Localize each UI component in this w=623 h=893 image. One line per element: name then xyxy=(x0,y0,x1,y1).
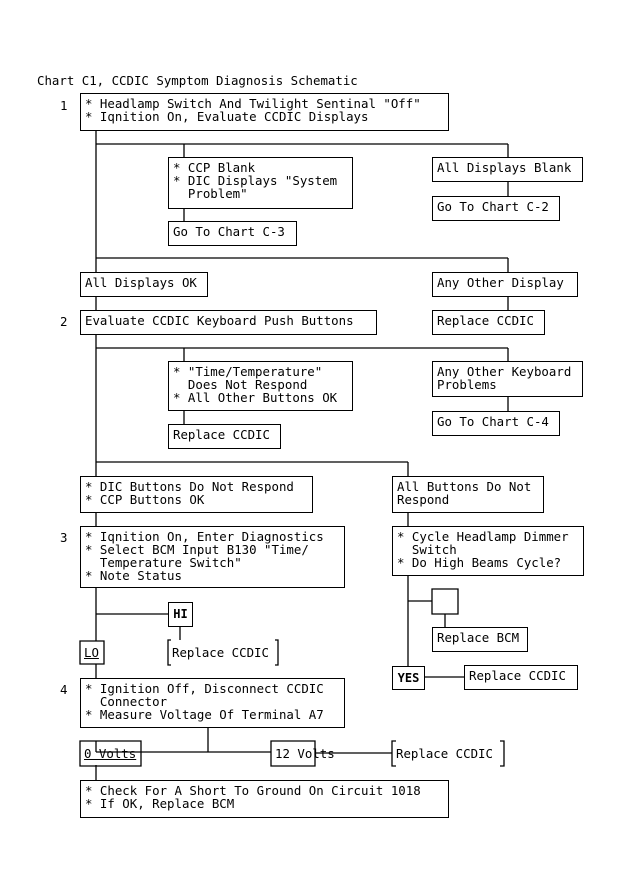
any-other-display-box: Any Other Display xyxy=(432,272,578,297)
step2-box: Evaluate CCDIC Keyboard Push Buttons xyxy=(80,310,377,335)
step-number-1: 1 xyxy=(60,98,68,113)
step-number-2: 2 xyxy=(60,314,68,329)
replace-ccdic-box-2: Replace CCDIC xyxy=(168,424,281,449)
step3-box: * Iqnition On, Enter Diagnostics * Selec… xyxy=(80,526,345,588)
lo-label: LO xyxy=(84,645,99,660)
no-frame xyxy=(432,589,457,614)
zero-volts-label: 0 Volts xyxy=(84,746,137,761)
any-other-keyboard-box: Any Other Keyboard Problems xyxy=(432,361,583,397)
all-buttons-box: All Buttons Do Not Respond xyxy=(392,476,544,513)
replace-ccdic-label-5: Replace CCDIC xyxy=(396,746,493,761)
twelve-volts-label: 12 Volts xyxy=(275,746,335,761)
step4-box: * Ignition Off, Disconnect CCDIC Connect… xyxy=(80,678,345,728)
replace-bcm-box: Replace BCM xyxy=(432,627,528,652)
step1-box: * Headlamp Switch And Twilight Sentinal … xyxy=(80,93,449,131)
go-to-chart-c2-box: Go To Chart C-2 xyxy=(432,196,560,221)
final-box: * Check For A Short To Ground On Circuit… xyxy=(80,780,449,818)
replace-ccdic-box-4: Replace CCDIC xyxy=(464,665,578,690)
cycle-headlamp-box: * Cycle Headlamp Dimmer Switch * Do High… xyxy=(392,526,584,576)
dic-buttons-box: * DIC Buttons Do Not Respond * CCP Butto… xyxy=(80,476,313,513)
time-temperature-box: * "Time/Temperature" Does Not Respond * … xyxy=(168,361,353,411)
go-to-chart-c3-box: Go To Chart C-3 xyxy=(168,221,297,246)
all-displays-ok-box: All Displays OK xyxy=(80,272,208,297)
ccp-blank-box: * CCP Blank * DIC Displays "System Probl… xyxy=(168,157,353,209)
go-to-chart-c4-box: Go To Chart C-4 xyxy=(432,411,560,436)
chart-title: Chart C1, CCDIC Symptom Diagnosis Schema… xyxy=(37,73,358,88)
hi-tag: HI xyxy=(168,602,193,627)
replace-ccdic-box-1: Replace CCDIC xyxy=(432,310,545,335)
all-displays-blank-box: All Displays Blank xyxy=(432,157,583,182)
replace-ccdic-label-3: Replace CCDIC xyxy=(172,645,269,660)
yes-tag: YES xyxy=(392,666,425,690)
step-number-3: 3 xyxy=(60,530,68,545)
step-number-4: 4 xyxy=(60,682,68,697)
